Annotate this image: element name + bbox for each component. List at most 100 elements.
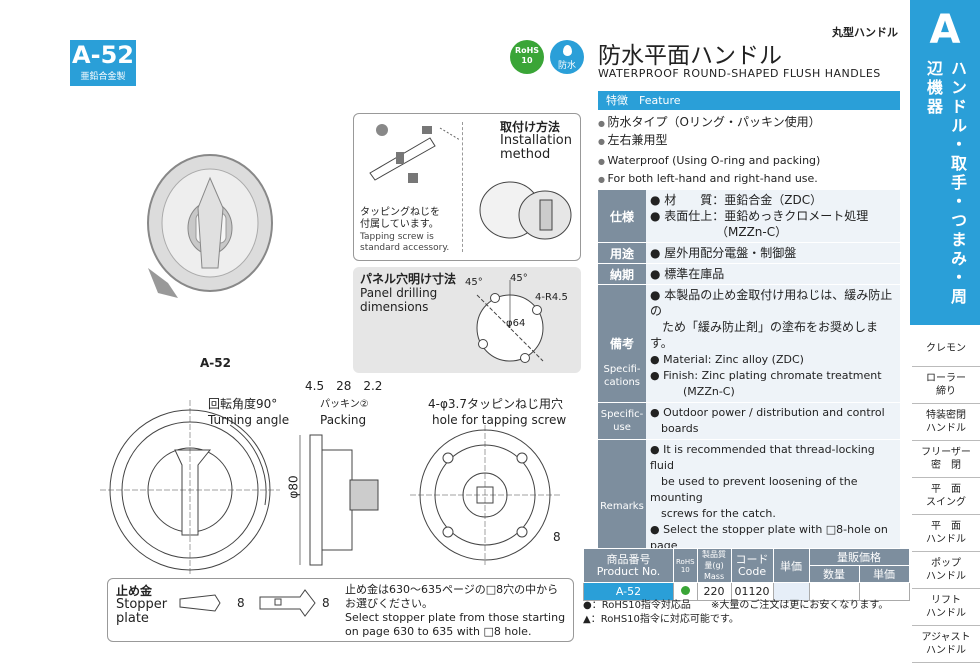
side-dims-top: 4.5 28 2.2: [305, 379, 383, 393]
material-label: 亜鉛合金製: [80, 72, 126, 82]
th-code: コード Code: [730, 548, 774, 583]
sidebar-nav: クレモン ローラー 締り 特装密閉 ハンドル フリーザー 密 閉 平 面 スイン…: [912, 330, 980, 663]
spec-row: 仕様● 材 質：亜鉛合金（ZDC） ● 表面仕上：亜鉛めっきクロメート処理 （M…: [598, 190, 900, 243]
dim-8-label: 8: [553, 530, 561, 544]
drill-title-ja: パネル穴明け寸法: [360, 272, 457, 286]
sidebar-item[interactable]: 特装密閉 ハンドル: [912, 404, 980, 441]
th-unit: 単価: [772, 548, 810, 583]
hole-label-ja: 4-φ3.7タッピンねじ用穴: [428, 397, 563, 411]
spec-value: ● 材 質：亜鉛合金（ZDC） ● 表面仕上：亜鉛めっきクロメート処理 （MZZ…: [650, 193, 869, 239]
install-title-en: Installation method: [500, 133, 573, 162]
spec-label: 納期: [598, 264, 646, 284]
feature-list-en: Waterproof (Using O-ring and packing) Fo…: [598, 152, 821, 188]
product-photo: [147, 154, 273, 298]
front-view-drawing: [100, 400, 280, 575]
spec-row: 納期 ● 標準在庫品: [598, 264, 900, 285]
drill-angle-2: 45°: [510, 273, 528, 284]
side-view-drawing: [299, 434, 379, 566]
photo-label: A-52: [200, 356, 231, 370]
cell-mass: 220: [696, 582, 732, 601]
install-exploded-drawing: [369, 124, 460, 183]
note-rohs: ●：RoHS10指令対応品: [583, 600, 691, 611]
rotation-angle-en: Turning angle: [208, 413, 290, 427]
note-bulk: ※大量のご注文は更にお安くなります。: [710, 600, 889, 611]
sidebar-item[interactable]: アジャスト ハンドル: [912, 626, 980, 663]
drill-diagram: [476, 280, 544, 363]
install-divider: [462, 122, 463, 252]
cell-unit: [772, 582, 810, 601]
th-mass: 製品質量(g) Mass: [696, 548, 732, 583]
waterproof-label: 防水: [557, 61, 576, 71]
spec-value: ● It is recommended that thread-locking …: [650, 443, 888, 568]
install-note-ja: タッピングねじを 付属しています。: [360, 207, 440, 230]
product-code-badge: A-52 亜鉛合金製: [70, 40, 136, 86]
drill-diameter: φ64: [506, 318, 526, 329]
spec-label: Specifi- cations: [598, 350, 646, 402]
section-title: ハンドル・取手・つまみ・周辺機器: [910, 60, 980, 325]
th-bulk: 量販価格: [808, 548, 910, 566]
diameter-label: φ80: [286, 475, 301, 499]
section-letter: A: [910, 0, 980, 60]
rohs-dot-icon: [680, 586, 690, 595]
back-view-drawing: [410, 425, 560, 565]
panel-drilling-box: [353, 267, 581, 373]
sidebar-item[interactable]: ローラー 締り: [912, 367, 980, 404]
cell-code: 01120: [730, 582, 774, 601]
install-title: 取付け方法 Installation method: [500, 120, 572, 162]
product-code: A-52: [72, 41, 134, 69]
note-rohs-possible: ▲：RoHS10指令に対応可能です。: [583, 614, 739, 625]
feature-header: 特徴 Feature: [598, 91, 900, 110]
cell-price: [858, 582, 910, 601]
spec-row: Specific- use● Outdoor power / distribut…: [598, 403, 900, 440]
drill-angle-1: 45°: [465, 277, 483, 288]
stopper-text-ja: 止め金は630〜635ページの□8穴の中から お選びください。: [345, 583, 559, 610]
stopper-title-en: Stopper plate: [116, 597, 168, 626]
stopper-title-ja: 止め金: [116, 584, 153, 598]
product-table: 商品番号 Product No. RoHS 10 製品質量(g) Mass コー…: [583, 548, 910, 601]
feature-head-en: Feature: [639, 94, 681, 107]
packing-label-ja: パッキン②: [320, 399, 369, 410]
sidebar-item[interactable]: ポップ ハンドル: [912, 552, 980, 589]
hole-label-en: hole for tapping screw: [432, 413, 567, 427]
feature-item: 左右兼用型: [598, 132, 821, 150]
stopper-title: 止め金 Stopper plate: [116, 584, 167, 626]
table-row: A-52 220 01120: [583, 582, 910, 601]
installation-box: [353, 113, 581, 261]
packing-label-en: Packing: [320, 413, 367, 427]
feature-list-ja: 防水タイプ（Oリング・パッキン使用） 左右兼用型: [598, 114, 821, 150]
feature-item: 防水タイプ（Oリング・パッキン使用）: [598, 114, 821, 132]
spec-row: 用途● 屋外用配分電盤・制御盤: [598, 243, 900, 264]
th-rohs: RoHS 10: [673, 548, 698, 583]
sidebar-item[interactable]: 平 面 スイング: [912, 478, 980, 515]
feature-head-ja: 特徴: [606, 94, 628, 107]
spec-value: ● 標準在庫品: [650, 267, 725, 281]
spec-label: Specific- use: [598, 403, 646, 439]
rohs-badge: RoHS 10: [510, 40, 544, 74]
sidebar-item[interactable]: リフト ハンドル: [912, 589, 980, 626]
spec-value: ● 屋外用配分電盤・制御盤: [650, 246, 797, 260]
spec-row: Specifi- cations● Material: Zinc alloy (…: [598, 350, 900, 403]
stopper-drawing: [179, 589, 316, 617]
drill-title: パネル穴明け寸法 Panel drilling dimensions: [360, 272, 456, 314]
sidebar-item[interactable]: フリーザー 密 閉: [912, 441, 980, 478]
spec-value: ● Material: Zinc alloy (ZDC) ● Finish: Z…: [650, 353, 882, 398]
th-product: 商品番号 Product No.: [583, 548, 674, 583]
drill-title-en: Panel drilling dimensions: [360, 286, 438, 314]
sidebar-item[interactable]: 平 面 ハンドル: [912, 515, 980, 552]
install-note-en: Tapping screw is standard accessory.: [360, 232, 450, 253]
th-qty: 数量: [808, 565, 860, 583]
feature-item: For both left-hand and right-hand use.: [598, 170, 820, 188]
sidebar-item[interactable]: クレモン: [912, 330, 980, 367]
notes: ●：RoHS10指令対応品 ※大量のご注文は更にお安くなります。 ▲：RoHS1…: [583, 599, 888, 627]
waterproof-badge: 防水: [550, 40, 584, 74]
spec-table-en: Specifi- cations● Material: Zinc alloy (…: [598, 350, 900, 573]
page-title: 防水平面ハンドル: [598, 43, 782, 69]
stopper-dim-2: 8: [322, 596, 330, 610]
install-title-ja: 取付け方法: [500, 120, 561, 134]
category-label: 丸型ハンドル: [832, 26, 898, 39]
stopper-dim-1: 8: [237, 596, 245, 610]
stopper-box: [107, 578, 574, 642]
install-mounted-drawing: [479, 181, 572, 240]
th-price: 単価: [858, 565, 910, 583]
cell-product: A-52: [583, 582, 674, 601]
